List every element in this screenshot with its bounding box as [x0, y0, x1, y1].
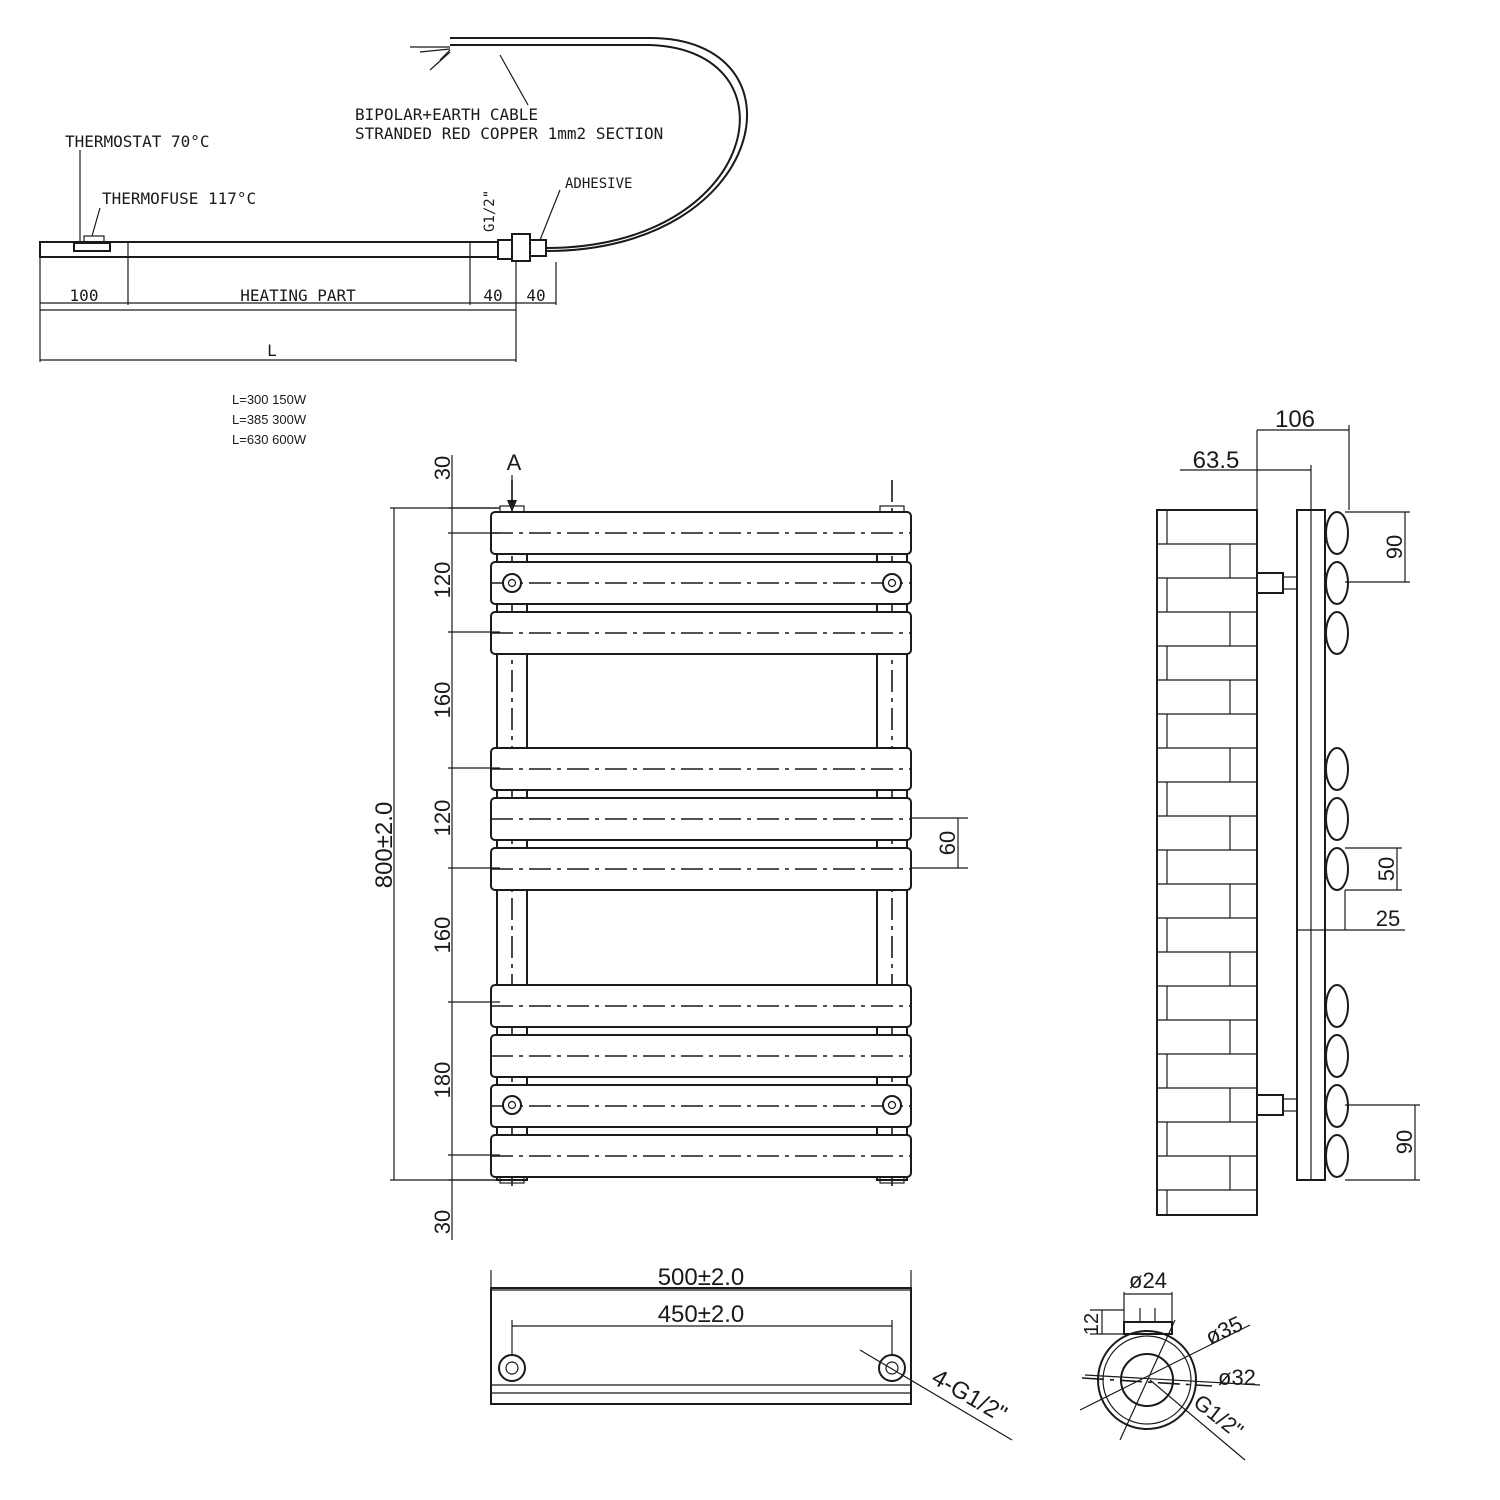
bottom-view: 500±2.0 450±2.0 4-G1/2" — [490, 1264, 1013, 1441]
side-bar-profile — [1325, 511, 1349, 555]
front-bar — [490, 561, 912, 605]
front-bar — [490, 511, 912, 555]
side-view: 106 63.5 90 50 25 90 — [1156, 406, 1420, 1216]
front-bar — [490, 797, 912, 841]
power-table-row-1: L=300 150W — [232, 392, 307, 407]
side-bar-profile — [1325, 797, 1349, 841]
dim-length-L: L — [267, 341, 277, 360]
connector-thread — [497, 239, 513, 260]
power-cable — [450, 44, 741, 249]
cable-gland — [529, 239, 547, 257]
side-bar-profile — [1325, 1134, 1349, 1178]
dim-40-second: 40 — [526, 286, 545, 305]
wall-section — [1156, 509, 1258, 1216]
section-marker-A: A — [507, 450, 522, 475]
pitch-top-30: 30 — [430, 456, 455, 480]
bottom-connection-left — [498, 1354, 526, 1382]
plan-outline — [490, 1287, 912, 1405]
section-view: ø24 12 ø35 ø32 G1/2" — [1079, 1268, 1261, 1461]
front-bar — [490, 1034, 912, 1078]
side-bar-profile — [1325, 561, 1349, 605]
bracket-hole-bottom-right — [882, 1095, 902, 1115]
bottom-connection-right — [878, 1354, 906, 1382]
dim-d35: ø35 — [1202, 1311, 1247, 1350]
pitch-ticks — [448, 507, 500, 1181]
heating-element-rod — [39, 241, 499, 258]
front-bar — [490, 611, 912, 655]
side-bar-profile — [1325, 847, 1349, 891]
dim-63-5: 63.5 — [1193, 447, 1240, 474]
adhesive-label: ADHESIVE — [565, 176, 632, 192]
wall-bracket-bottom — [1256, 1094, 1298, 1116]
pitch-180: 180 — [430, 1062, 455, 1099]
pitch-bottom-30: 30 — [430, 1210, 455, 1234]
bottom-cap-right — [879, 1176, 905, 1184]
heating-element-view: BIPOLAR+EARTH CABLE STRANDED RED COPPER … — [39, 37, 749, 447]
cable-label-line2: STRANDED RED COPPER 1mm2 SECTION — [355, 124, 663, 143]
front-bar — [490, 847, 912, 891]
dim-overall-height: 800±2.0 — [371, 802, 398, 889]
dim-overall-width: 500±2.0 — [658, 1264, 745, 1291]
connector-nut — [511, 233, 531, 262]
front-bar — [490, 1084, 912, 1128]
dim-centers: 450±2.0 — [658, 1301, 745, 1328]
dim-d24: ø24 — [1129, 1268, 1167, 1293]
wall-bracket-top — [1256, 572, 1298, 594]
heater-dimensions — [39, 257, 557, 362]
front-view: A 800±2.0 30 120 160 120 160 180 30 60 — [371, 450, 968, 1240]
pitch-120-upper: 120 — [430, 562, 455, 599]
dim-25: 25 — [1376, 906, 1400, 931]
power-table-row-3: L=630 600W — [232, 432, 307, 447]
pitch-120-lower: 120 — [430, 800, 455, 837]
cable-label-line1: BIPOLAR+EARTH CABLE — [355, 105, 538, 124]
side-bar-profiles — [1325, 511, 1349, 1178]
bracket-hole-bottom-left — [502, 1095, 522, 1115]
pitch-160-lower: 160 — [430, 917, 455, 954]
pipe-outer-35 — [1097, 1330, 1197, 1430]
boss-12 — [1123, 1321, 1173, 1335]
pitch-160-upper: 160 — [430, 682, 455, 719]
dim-90-bottom: 90 — [1392, 1130, 1417, 1154]
side-bar-profile — [1325, 1034, 1349, 1078]
dim-100: 100 — [70, 286, 99, 305]
power-table-row-2: L=385 300W — [232, 412, 307, 427]
bracket-hole-top-left — [502, 573, 522, 593]
dim-50: 50 — [1374, 857, 1399, 881]
thermofuse-block — [83, 235, 105, 244]
side-bar-profile — [1325, 747, 1349, 791]
section-thread-label: G1/2" — [1189, 1389, 1248, 1443]
side-bar-profile — [1325, 1084, 1349, 1128]
connections-label: 4-G1/2" — [927, 1364, 1011, 1428]
dim-h12: 12 — [1081, 1313, 1103, 1335]
dim-bar-height: 60 — [935, 831, 960, 855]
thermofuse-label: THERMOFUSE 117°C — [102, 189, 256, 208]
dim-106: 106 — [1275, 406, 1315, 433]
heating-part-label: HEATING PART — [240, 286, 356, 305]
front-bar — [490, 747, 912, 791]
thermostat-label: THERMOSTAT 70°C — [65, 132, 210, 151]
bracket-hole-top-right — [882, 573, 902, 593]
front-bar — [490, 984, 912, 1028]
dim-d32: ø32 — [1218, 1365, 1256, 1390]
dim-90-top: 90 — [1382, 535, 1407, 559]
wall-bricks — [1157, 510, 1257, 1215]
dim-40-first: 40 — [483, 286, 502, 305]
front-bars — [490, 505, 912, 1184]
side-bar-profile — [1325, 611, 1349, 655]
connector-thread-label: G1/2" — [482, 190, 498, 232]
thermostat-block — [73, 242, 111, 252]
top-cap-right — [879, 505, 905, 513]
side-bar-profile — [1325, 984, 1349, 1028]
front-bar — [490, 1134, 912, 1178]
